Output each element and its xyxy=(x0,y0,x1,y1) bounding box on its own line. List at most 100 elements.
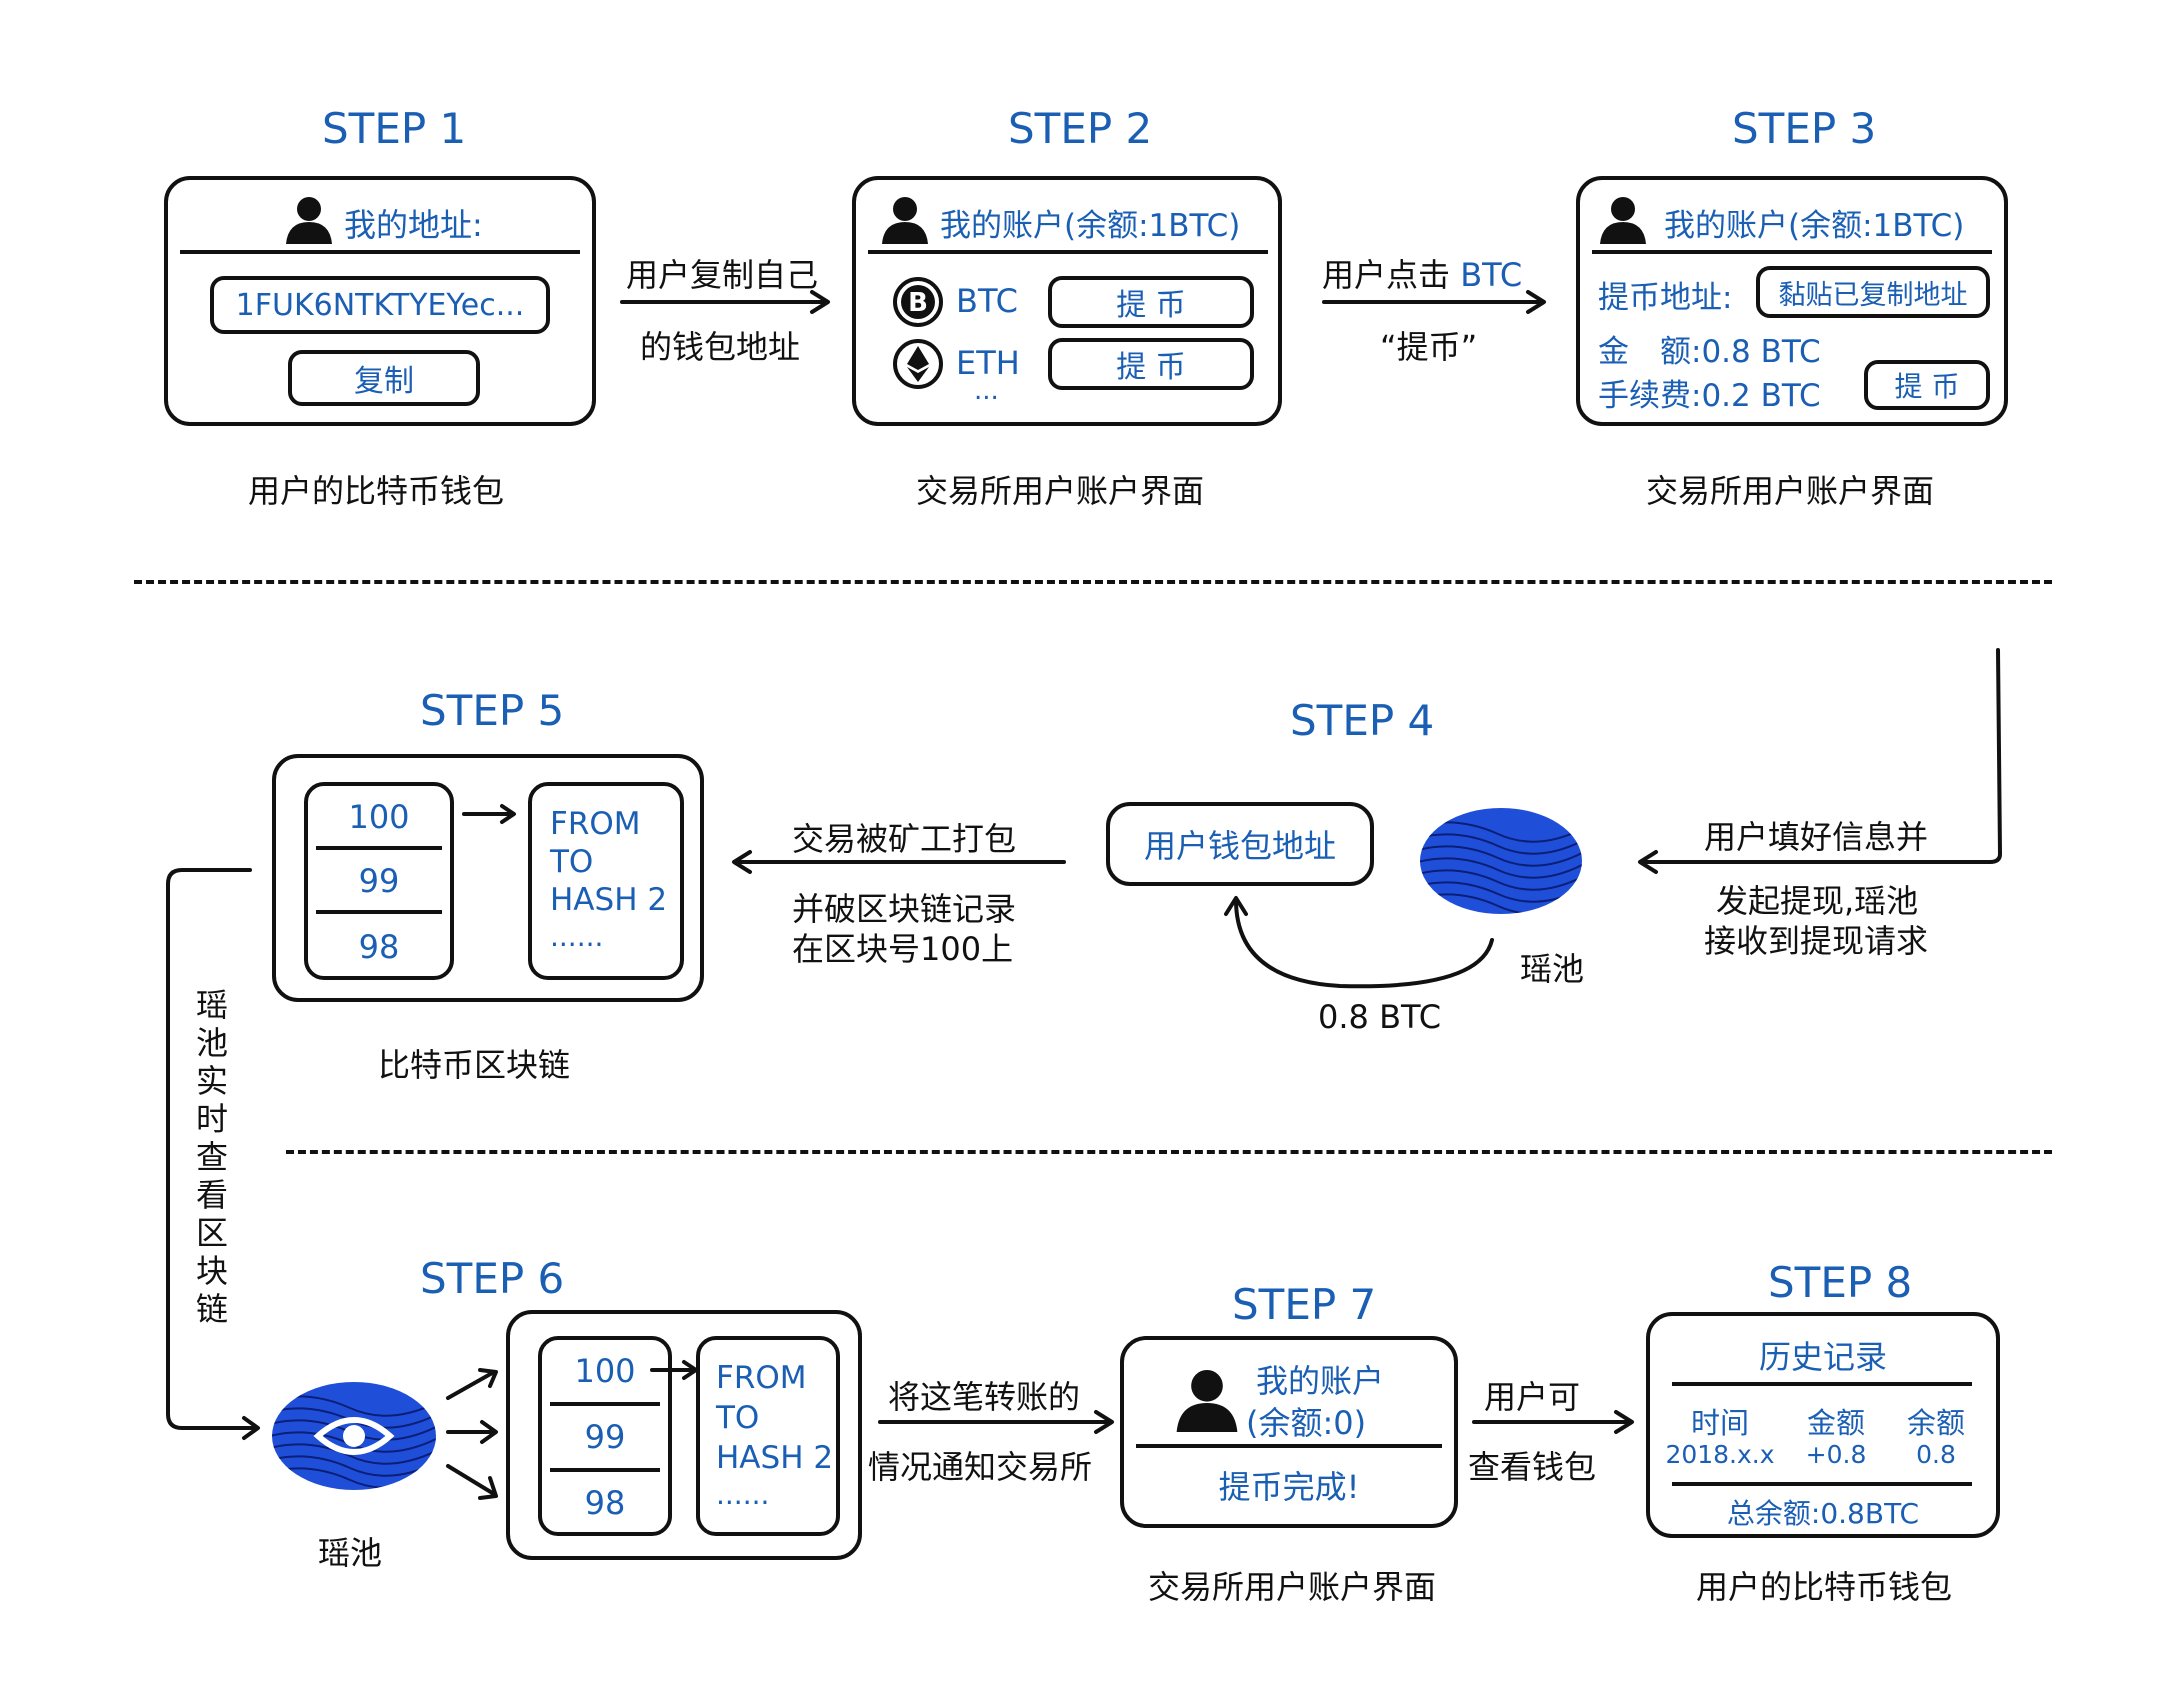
step8-caption: 用户的比特币钱包 xyxy=(1696,1568,1953,1606)
step-3-label: STEP 3 xyxy=(1732,104,1877,153)
arrow7-label-line2: 查看钱包 xyxy=(1468,1448,1597,1486)
user-silhouette-icon xyxy=(286,197,332,244)
fee-label: 手续费:0.2 BTC xyxy=(1598,378,1821,414)
tx-more: ...... xyxy=(716,1478,770,1511)
step-8-label: STEP 8 xyxy=(1768,1258,1913,1307)
withdraw-submit-button[interactable]: 提 币 xyxy=(1864,360,1990,410)
arrow-fanout-down xyxy=(446,1464,496,1496)
tx-hash: HASH 2 xyxy=(550,882,668,918)
arrow-head xyxy=(478,1476,498,1500)
vertical-char: 链 xyxy=(195,1290,228,1328)
arrow1-label-line1: 用户复制自己 xyxy=(626,256,819,294)
tx-from: FROM xyxy=(550,806,641,842)
card-divider xyxy=(1672,1382,1972,1386)
step-4-label: STEP 4 xyxy=(1290,696,1435,745)
block-number-99: 99 xyxy=(358,862,400,900)
card-divider xyxy=(868,250,1268,254)
history-cell-amount: +0.8 xyxy=(1805,1440,1867,1469)
ethereum-icon xyxy=(893,339,943,389)
arrow3-label-line3: 接收到提现请求 xyxy=(1704,922,1929,960)
vertical-char: 块 xyxy=(195,1252,228,1290)
wallet-card-step1: 我的地址: 1FUK6NTKTYEYec... 复制 xyxy=(164,176,596,426)
btc-label: BTC xyxy=(956,282,1018,320)
arrow2-label-line1: 用户点击 BTC xyxy=(1322,250,1522,296)
block-number-100: 100 xyxy=(348,798,410,836)
block-number-98: 98 xyxy=(358,928,400,966)
arrow2-label-btc: BTC xyxy=(1460,256,1523,294)
arrow2-label-line2: “提币” xyxy=(1380,328,1478,366)
eth-label: ETH xyxy=(956,344,1020,382)
arrow-head xyxy=(500,804,516,824)
card-divider xyxy=(1672,1482,1972,1486)
eye-icon xyxy=(272,1382,436,1490)
paste-address-button[interactable]: 黏贴已复制地址 xyxy=(1756,266,1990,318)
vertical-char: 查 xyxy=(195,1138,228,1176)
card-divider xyxy=(1592,250,1992,254)
arrow3-label-line1: 用户填好信息并 xyxy=(1704,818,1929,856)
transfer-amount-label: 0.8 BTC xyxy=(1318,998,1442,1036)
history-header-balance: 余额 xyxy=(1906,1406,1965,1440)
balance-label: (余额:0) xyxy=(1246,1404,1367,1442)
block-divider xyxy=(316,910,442,914)
arrow-head xyxy=(810,290,830,314)
block-number-99: 99 xyxy=(584,1418,626,1456)
arrow-head xyxy=(682,1360,698,1380)
block-divider xyxy=(316,846,442,850)
arrow-head xyxy=(732,850,752,874)
vertical-char: 池 xyxy=(195,1024,228,1062)
arrow-fanout-up xyxy=(446,1370,496,1400)
block-stack: 100 99 98 xyxy=(304,782,454,980)
account-heading: 我的账户(余额:1BTC) xyxy=(940,208,1241,244)
vertical-label: 瑶 池 实 时 查 看 区 块 链 xyxy=(192,986,232,1328)
wave-disc-icon xyxy=(1420,808,1582,914)
step-7-label: STEP 7 xyxy=(1232,1280,1377,1329)
block-stack: 100 99 98 xyxy=(538,1336,672,1536)
total-balance: 总余额:0.8BTC xyxy=(1726,1497,1920,1530)
withdraw-address-label: 提币地址: xyxy=(1598,280,1733,316)
transaction-detail: FROM TO HASH 2 ...... xyxy=(696,1336,840,1536)
vertical-char: 瑶 xyxy=(195,986,228,1024)
history-header-time: 时间 xyxy=(1690,1406,1749,1440)
withdraw-btc-button[interactable]: 提 币 xyxy=(1048,276,1254,328)
tx-more: ...... xyxy=(550,920,604,953)
arrow-head xyxy=(478,1368,498,1388)
vertical-char: 看 xyxy=(195,1176,228,1214)
withdraw-complete-status: 提币完成! xyxy=(1218,1468,1360,1506)
user-silhouette-icon xyxy=(1176,1369,1238,1432)
arrow7-label-line1: 用户可 xyxy=(1484,1378,1581,1416)
block-number-98: 98 xyxy=(584,1484,626,1522)
arrow-step5-to-step6 xyxy=(166,868,258,1430)
arrow-head xyxy=(480,1420,498,1444)
account-heading: 我的账户(余额:1BTC) xyxy=(1664,208,1965,244)
tx-from: FROM xyxy=(716,1360,807,1396)
pool-label-step4: 瑶池 xyxy=(1520,950,1585,988)
wallet-address-field[interactable]: 1FUK6NTKTYEYec... xyxy=(210,276,550,334)
transaction-detail: FROM TO HASH 2 ...... xyxy=(528,782,684,980)
arrow4-label-line2: 并破区块链记录 xyxy=(792,890,1017,928)
arrow-step3-to-step4 xyxy=(1640,648,2002,864)
block-divider xyxy=(550,1468,660,1472)
arrow-head xyxy=(1224,896,1248,916)
withdraw-eth-button[interactable]: 提 币 xyxy=(1048,338,1254,390)
tx-to: TO xyxy=(550,844,594,880)
amount-label: 金 额:0.8 BTC xyxy=(1598,334,1821,370)
exchange-card-step3: 我的账户(余额:1BTC) 提币地址: 黏贴已复制地址 金 额:0.8 BTC … xyxy=(1576,176,2008,426)
arrow-head xyxy=(242,1416,260,1440)
account-heading: 我的账户 xyxy=(1256,1362,1385,1400)
blockchain-card-step5: 100 99 98 FROM TO HASH 2 ...... xyxy=(272,754,704,1002)
vertical-char: 时 xyxy=(195,1100,228,1138)
history-cell-time: 2018.x.x xyxy=(1665,1440,1775,1469)
step-1-label: STEP 1 xyxy=(322,104,467,153)
step7-caption: 交易所用户账户界面 xyxy=(1148,1568,1437,1606)
card-divider xyxy=(180,250,580,254)
svg-text:B: B xyxy=(908,288,928,318)
step5-caption: 比特币区块链 xyxy=(378,1046,571,1084)
arrow-head xyxy=(1638,850,1658,874)
step1-caption: 用户的比特币钱包 xyxy=(248,472,505,510)
wallet-address-heading: 我的地址: xyxy=(344,206,483,244)
arrow3-label-line2: 发起提现,瑶池 xyxy=(1716,882,1919,920)
vertical-char: 区 xyxy=(195,1214,228,1252)
copy-button[interactable]: 复制 xyxy=(288,350,480,406)
step-5-label: STEP 5 xyxy=(420,686,565,735)
